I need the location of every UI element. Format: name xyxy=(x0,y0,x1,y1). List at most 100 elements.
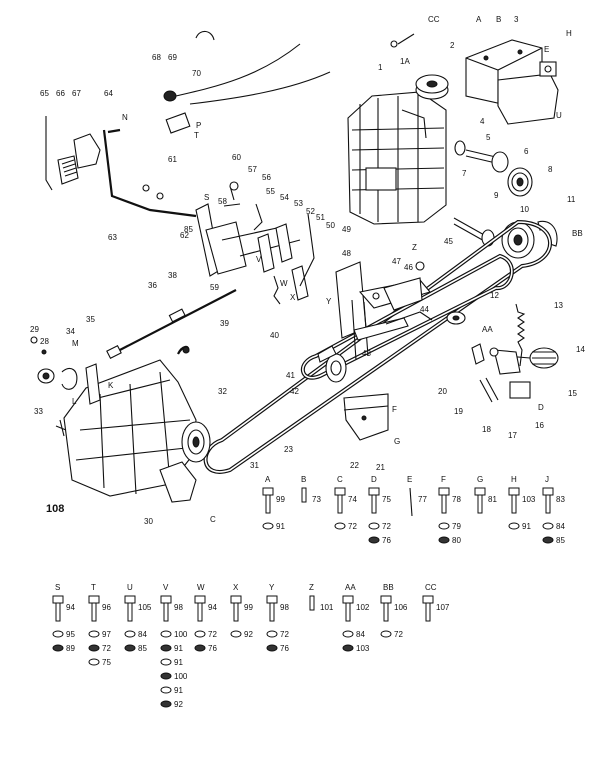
hardware-washer-j-1 xyxy=(542,522,554,530)
hardware-part-a-1: 91 xyxy=(276,522,285,531)
throttle-cable xyxy=(163,30,331,134)
hardware-part-d-1: 72 xyxy=(382,522,391,531)
hardware-bolt-f xyxy=(438,487,450,514)
letter-b: B xyxy=(496,15,501,24)
hardware-key-u: U xyxy=(127,583,133,592)
hardware-part-aa-1: 84 xyxy=(356,630,365,639)
callout-49: 49 xyxy=(342,225,351,234)
callout-9: 9 xyxy=(494,191,499,200)
hardware-washer-v-3 xyxy=(160,658,172,666)
hardware-washer-f-2 xyxy=(438,536,450,544)
hardware-part-d-0: 75 xyxy=(382,495,391,504)
assembly-label-108: 108 xyxy=(46,503,64,515)
hardware-bolt-d xyxy=(368,487,380,514)
hardware-washer-d-1 xyxy=(368,522,380,530)
letter-e: E xyxy=(544,45,549,54)
callout-31: 31 xyxy=(250,461,259,470)
callout-40: 40 xyxy=(270,331,279,340)
hardware-bolt-z xyxy=(309,595,315,611)
hardware-washer-j-2 xyxy=(542,536,554,544)
engine-pulleys xyxy=(453,140,558,259)
center-frame-assembly xyxy=(335,261,433,361)
hardware-part-f-1: 79 xyxy=(452,522,461,531)
callout-10: 10 xyxy=(520,205,529,214)
callout-63: 63 xyxy=(108,233,117,242)
hardware-part-c-0: 74 xyxy=(348,495,357,504)
engine-cover xyxy=(465,39,559,125)
hardware-washer-t-3 xyxy=(88,658,100,666)
callout-32: 32 xyxy=(218,387,227,396)
hardware-part-s-0: 94 xyxy=(66,603,75,612)
callout-4: 4 xyxy=(480,117,485,126)
callout-17: 17 xyxy=(508,431,517,440)
hardware-bolt-j xyxy=(542,487,554,514)
tension-spring xyxy=(515,303,526,367)
hardware-key-j: J xyxy=(545,475,549,484)
hardware-bolt-e xyxy=(409,487,413,517)
hardware-washer-x-1 xyxy=(230,630,242,638)
callout-16: 16 xyxy=(535,421,544,430)
hardware-bolt-a xyxy=(262,487,274,514)
letter-n: N xyxy=(122,113,128,122)
hardware-bolt-bb xyxy=(380,595,392,622)
hardware-washer-v-1 xyxy=(160,630,172,638)
hardware-part-b-0: 73 xyxy=(312,495,321,504)
mounting-bracket-plate xyxy=(343,393,389,441)
callout-70: 70 xyxy=(192,69,201,78)
callout-53: 53 xyxy=(294,199,303,208)
callout-85: 85 xyxy=(184,225,193,234)
callout-18: 18 xyxy=(482,425,491,434)
letter-p: P xyxy=(196,121,201,130)
hardware-key-y: Y xyxy=(269,583,275,592)
hardware-part-h-1: 91 xyxy=(522,522,531,531)
callout-1a: 1A xyxy=(400,57,410,66)
hardware-part-w-0: 94 xyxy=(208,603,217,612)
callout-23: 23 xyxy=(284,445,293,454)
hardware-key-c: C xyxy=(337,475,343,484)
letter-aa: AA xyxy=(482,325,493,334)
callout-21: 21 xyxy=(376,463,385,472)
callout-38: 38 xyxy=(168,271,177,280)
hardware-part-t-3: 75 xyxy=(102,658,111,667)
hardware-washer-t-1 xyxy=(88,630,100,638)
callout-42: 42 xyxy=(290,387,299,396)
hardware-part-t-1: 97 xyxy=(102,630,111,639)
hardware-part-bb-1: 72 xyxy=(394,630,403,639)
brake-assembly xyxy=(471,343,531,403)
hardware-key-e: E xyxy=(407,475,412,484)
hardware-part-v-2: 91 xyxy=(174,644,183,653)
callout-66: 66 xyxy=(56,89,65,98)
hardware-washer-s-1 xyxy=(52,630,64,638)
hardware-legend: A9991B73C7472D757276E77F787980G81H10391J… xyxy=(52,475,565,709)
hardware-bolt-t xyxy=(88,595,100,622)
callout-55: 55 xyxy=(266,187,275,196)
hardware-part-w-2: 76 xyxy=(208,644,217,653)
hardware-part-v-6: 92 xyxy=(174,700,183,709)
hardware-bolt-v xyxy=(160,595,172,622)
callout-67: 67 xyxy=(72,89,81,98)
callout-69: 69 xyxy=(168,53,177,62)
lever-linkage xyxy=(195,181,315,305)
callout-2: 2 xyxy=(450,41,455,50)
hardware-key-x: X xyxy=(233,583,239,592)
hardware-part-x-0: 99 xyxy=(244,603,253,612)
hardware-part-e-0: 77 xyxy=(418,495,427,504)
letter-cc: CC xyxy=(428,15,440,24)
letter-f: F xyxy=(392,405,397,414)
hardware-part-v-1: 100 xyxy=(174,630,188,639)
hardware-washer-c-1 xyxy=(334,522,346,530)
hardware-part-a-0: 99 xyxy=(276,495,285,504)
hardware-washer-y-1 xyxy=(266,630,278,638)
callout-45: 45 xyxy=(444,237,453,246)
hardware-part-y-1: 72 xyxy=(280,630,289,639)
hardware-washer-f-1 xyxy=(438,522,450,530)
hardware-key-a: A xyxy=(265,475,271,484)
hardware-part-u-2: 85 xyxy=(138,644,147,653)
callout-36: 36 xyxy=(148,281,157,290)
letter-d: D xyxy=(538,403,544,412)
hardware-key-t: T xyxy=(91,583,96,592)
hardware-key-z: Z xyxy=(309,583,314,592)
hardware-bolt-u xyxy=(124,595,136,622)
callout-43: 43 xyxy=(362,349,371,358)
callout-41: 41 xyxy=(286,371,295,380)
